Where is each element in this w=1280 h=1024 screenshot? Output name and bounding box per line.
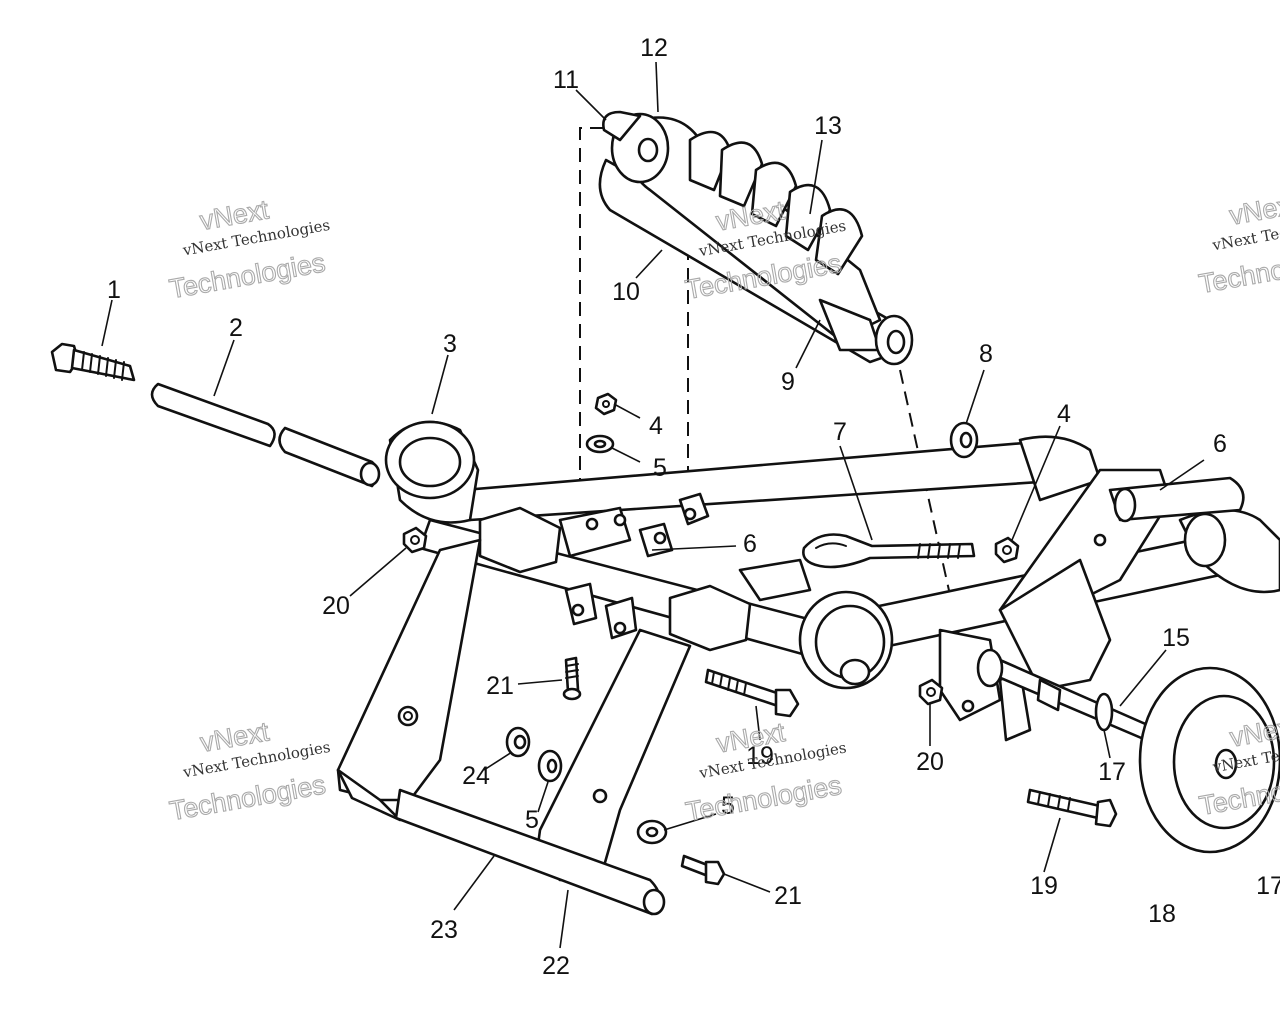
washer-part-17a <box>1094 692 1114 732</box>
screw-part-21a <box>562 656 582 701</box>
spacer-tube-part-2 <box>150 382 381 488</box>
callout-11: 11 <box>553 66 579 94</box>
callout-7: 7 <box>833 418 847 446</box>
callout-22: 22 <box>542 952 570 980</box>
nut-part-4a <box>594 392 618 416</box>
callout-13: 13 <box>814 112 842 140</box>
wheel-part-18 <box>1138 666 1280 854</box>
washer-part-5a <box>585 434 615 454</box>
callout-19b: 19 <box>1030 872 1058 900</box>
callout-4b: 4 <box>1057 400 1071 428</box>
nut-part-4b <box>994 536 1020 564</box>
shock-absorber-part-9-13 <box>598 110 914 366</box>
washer-part-5b <box>537 749 563 783</box>
callout-24: 24 <box>462 762 490 790</box>
callout-1: 1 <box>107 276 121 304</box>
lower-link-part-22 <box>394 628 692 916</box>
callout-4a: 4 <box>649 412 663 440</box>
callout-17a: 17 <box>1098 758 1126 786</box>
callout-17b: 17 <box>1256 872 1280 900</box>
bolt-part-19b <box>1026 788 1118 828</box>
callout-8: 8 <box>979 340 993 368</box>
watermark-group-3: vNext vNext Technologies Technologies <box>1196 189 1280 300</box>
nut-part-20b <box>918 678 944 706</box>
eye-bolt-part-7 <box>802 533 976 569</box>
callout-labels: 1 2 3 4 5 6 7 8 4 6 9 10 11 12 13 20 21 … <box>107 34 1280 980</box>
leader-lines <box>101 61 1205 949</box>
watermark-group-5: vNext vNext Technologies Technologies <box>683 716 848 827</box>
callout-21a: 21 <box>486 672 514 700</box>
callout-21b: 21 <box>774 882 802 910</box>
svg-text:vNext: vNext <box>1227 189 1280 231</box>
nut-part-20a <box>402 526 428 554</box>
callout-23: 23 <box>430 916 458 944</box>
watermark-group-4: vNext vNext Technologies Technologies <box>167 716 332 827</box>
main-a-frame-arm <box>384 420 1280 742</box>
callout-5b: 5 <box>525 806 539 834</box>
svg-text:Technologies: Technologies <box>1197 242 1280 299</box>
callout-20b: 20 <box>916 748 944 776</box>
nut-part-24 <box>505 726 531 758</box>
callout-10: 10 <box>612 278 640 306</box>
callout-5c: 5 <box>721 792 735 820</box>
callout-5a: 5 <box>653 454 667 482</box>
callout-6b: 6 <box>1213 430 1227 458</box>
lower-link-part-23 <box>336 538 482 822</box>
callout-19a: 19 <box>746 742 774 770</box>
callout-18: 18 <box>1148 900 1176 928</box>
callout-9: 9 <box>781 368 795 396</box>
bolt-part-1 <box>50 342 136 382</box>
screw-part-21b <box>680 854 726 886</box>
callout-3: 3 <box>443 330 457 358</box>
callout-12: 12 <box>640 34 668 62</box>
callout-15: 15 <box>1162 624 1190 652</box>
bolt-part-19a <box>704 668 800 718</box>
washer-part-5c <box>636 819 668 845</box>
callout-6a: 6 <box>743 530 757 558</box>
washer-part-8 <box>949 421 979 459</box>
watermark-group-1: vNext vNext Technologies Technologies <box>166 194 331 305</box>
callout-2: 2 <box>229 314 243 342</box>
callout-20a: 20 <box>322 592 350 620</box>
